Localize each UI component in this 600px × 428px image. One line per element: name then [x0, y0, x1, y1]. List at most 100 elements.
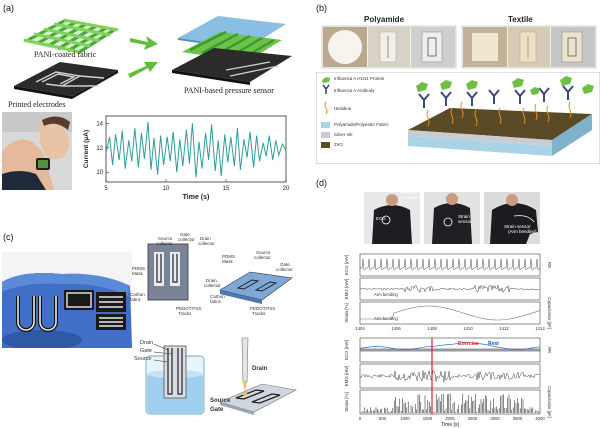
- beaker-gate: Gate: [140, 348, 152, 354]
- signal-x-tick-label: 1408: [427, 326, 437, 331]
- glove-photo: [2, 252, 132, 348]
- signal-x-tick-label: 3500: [513, 416, 523, 421]
- y-tick-label: 14: [96, 121, 103, 127]
- tl-source: Source: [158, 236, 173, 241]
- hr-trace: [359, 341, 541, 350]
- signal-row-rlabel: Capacitance [pF]: [547, 297, 552, 329]
- tl-pdms-sub: Mask: [132, 271, 143, 276]
- signal-x-tick-label: 1500: [423, 416, 433, 421]
- signal-row-note: Arm bending: [374, 292, 398, 297]
- strip-illustration: [219, 337, 297, 415]
- signal-x-tick-label: 500: [379, 416, 387, 421]
- pressure-sensor-label: PANI-based pressure sensor: [184, 86, 274, 95]
- tl-source-sub: collector: [156, 241, 173, 246]
- signal-row-frame: [359, 253, 541, 277]
- polyamide-title: Polyamide: [364, 15, 405, 24]
- neck-photo: [2, 112, 72, 190]
- beaker-illustration: [145, 343, 205, 415]
- rest-label: Rest: [488, 341, 499, 347]
- legend-silver-ink: Silver Ink: [334, 132, 353, 137]
- pani-fabric-label: PANI-coated fabric: [34, 50, 97, 59]
- strip-gate: Gate: [210, 407, 224, 413]
- signal-x-tick-label: 2500: [468, 416, 478, 421]
- printed-electrode-plate: [14, 62, 118, 99]
- photo1-top-sub: Position: [402, 195, 419, 200]
- signal-x-tick-label: 2000: [445, 416, 455, 421]
- x-tick-label: 20: [283, 186, 290, 192]
- tr-gate: Gate: [280, 262, 290, 267]
- signal-x-tick-label: 0: [359, 416, 362, 421]
- emg-trace: [359, 284, 540, 294]
- tl-drain: Drain: [200, 236, 211, 241]
- tr-pedot-sub: Tracks: [252, 311, 266, 316]
- panel-c-label: (c): [3, 232, 14, 242]
- tr-source: Source: [256, 250, 271, 255]
- tr-drain-sub: collector: [204, 283, 221, 288]
- legend-antibody: Influenza A Antibody: [334, 88, 375, 93]
- signal-x-tick-label: 1412: [499, 326, 509, 331]
- strip-source: Source: [210, 398, 231, 404]
- photo1-top: Bioelectrode: [400, 190, 426, 195]
- signal-row-rlabel: RR: [547, 262, 552, 268]
- legend-protein: Influenza A H1N1 Protein: [334, 76, 385, 81]
- panel-d: (d) ECG Bioelectrode Position Strain sen…: [312, 172, 600, 428]
- tr-pedot: PEDOT:PSS: [250, 306, 276, 311]
- y-tick-label: 12: [96, 146, 103, 152]
- oect-perspective-diagram: [219, 271, 293, 304]
- biosensor-schematic: [316, 72, 600, 164]
- x-tick-label: 10: [163, 186, 170, 192]
- panel-a-label: (a): [3, 3, 14, 13]
- signal-row-ylabel: ECG [mV]: [344, 255, 349, 275]
- x-tick-label: 15: [223, 186, 230, 192]
- signal-row-ylabel: Strain [%]: [344, 392, 349, 412]
- tl-gate-sub: collector: [178, 237, 195, 242]
- legend-histidine: Histidine: [334, 106, 352, 111]
- photo1-ecg: ECG: [376, 216, 386, 221]
- tr-pdms-sub: Mask: [222, 259, 233, 264]
- panel-c: (c) Gate collector Source collector Drai…: [0, 232, 300, 428]
- signal-x-tick-label: 1414: [535, 326, 545, 331]
- tr-drain: Drain: [206, 278, 217, 283]
- exercise-label: Exercise: [458, 341, 479, 347]
- tr-source-sub: collector: [254, 255, 271, 260]
- panel-a: (a): [0, 0, 300, 215]
- photo3-strain-sub: (Arm bending): [508, 229, 537, 234]
- signal-x-tick-label: 1406: [391, 326, 401, 331]
- panel-b: (b) Polyamide Textile: [312, 0, 600, 170]
- strain-trace: [360, 305, 541, 321]
- signal-row-ylabel: Strain [%]: [344, 303, 349, 323]
- pressure-sensor-assembly: [172, 16, 292, 85]
- pani-fabric-mesh: [22, 18, 119, 55]
- current-series-line: [105, 122, 287, 178]
- fabric-illustration: [14, 16, 292, 99]
- tl-pdms: PDMS: [132, 266, 146, 271]
- ecg-trace: [360, 258, 541, 271]
- tr-carbon: Carbon: [210, 294, 225, 299]
- beaker-source: Source: [134, 356, 152, 362]
- sample-photos: [321, 25, 597, 69]
- panel-b-label: (b): [316, 3, 327, 13]
- strip-drain: Drain: [252, 366, 268, 372]
- tl-pedot: PEDOT:PSS: [176, 306, 202, 311]
- emg-trace: [359, 370, 540, 382]
- tr-carbon-sub: fabric: [210, 299, 222, 304]
- photo2-strain-sub: sensor: [458, 219, 472, 224]
- tl-carbon-sub: fabric: [130, 297, 142, 302]
- textile-title: Textile: [508, 15, 533, 24]
- oect-device-diagram: [147, 243, 189, 301]
- plot-frame: [105, 115, 287, 183]
- legend-zno: ZnO: [334, 142, 343, 147]
- y-axis-label: Current (μA): [83, 130, 90, 168]
- photo2-strain: Strain: [458, 214, 470, 219]
- tl-gate: Gate: [180, 232, 190, 237]
- signal-row-rlabel: RR: [547, 347, 552, 353]
- smart-shirt-photos: [364, 192, 540, 244]
- signal-row-note: Arm bending: [374, 316, 398, 321]
- signal-x-tick-label: 4000: [535, 416, 545, 421]
- signal-row-rlabel: Capacitance [pF]: [547, 386, 552, 418]
- tl-carbon: Carbon: [130, 292, 145, 297]
- beaker-drain: Drain: [140, 340, 154, 346]
- signal-row-ylabel: ECG [mV]: [344, 340, 349, 360]
